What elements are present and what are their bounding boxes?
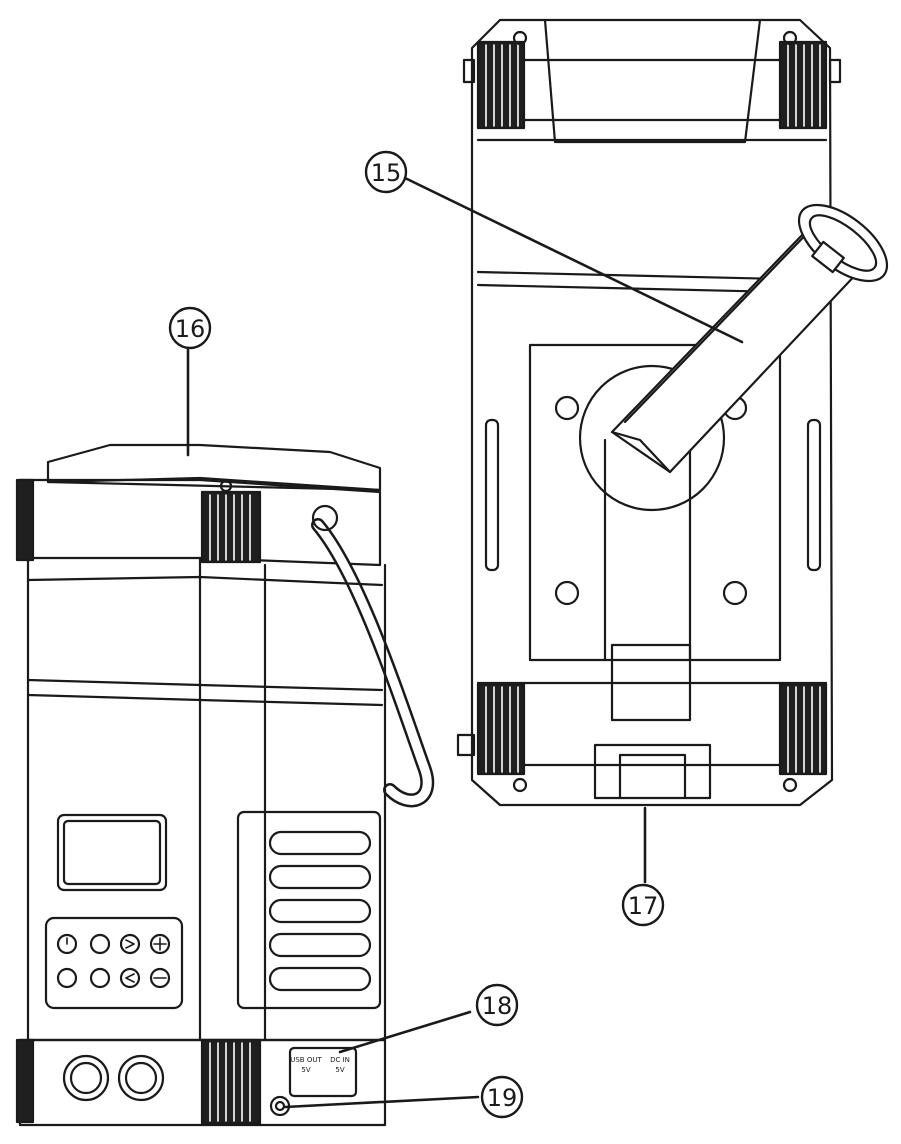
callout-15: 15 [364, 150, 408, 194]
left-band [15, 478, 35, 562]
speaker-grille [236, 810, 382, 1010]
leader-lines [186, 176, 744, 1109]
svg-text:18: 18 [482, 992, 513, 1020]
left-grip [484, 418, 500, 572]
front-top-band [200, 490, 262, 564]
screw-hole [722, 580, 748, 606]
leader-19 [283, 1095, 480, 1109]
usb-out-label: USB OUT [290, 1056, 322, 1064]
front-view-device [15, 443, 435, 1127]
usb-out-volt: 5V [301, 1066, 310, 1074]
leader-18 [338, 1010, 472, 1054]
power-key-icon [56, 933, 78, 955]
callout-19: 19 [480, 1075, 524, 1119]
rear-body-outline [470, 18, 834, 807]
callout-16: 16 [168, 306, 212, 350]
port-panel [288, 1046, 358, 1098]
crank-handle [610, 203, 889, 474]
crank-hub [578, 364, 726, 512]
carry-handle [311, 504, 435, 808]
top-lid [46, 443, 382, 492]
dc-in-label: DC IN [330, 1056, 350, 1064]
volume-down-key-icon [149, 967, 171, 989]
top-handle-slot [543, 18, 762, 144]
lcd-display [56, 813, 168, 892]
svg-text:16: 16 [175, 315, 206, 343]
leader-15 [403, 176, 744, 344]
sos-key-icon [89, 967, 111, 989]
front-bottom-band [200, 1038, 262, 1126]
screw-hole [554, 580, 580, 606]
keypad [44, 916, 184, 1010]
callout-labels: 15 16 17 18 19 [168, 150, 665, 1119]
callout-17: 17 [621, 883, 665, 927]
favorite-key-icon [56, 967, 78, 989]
next-key-icon [119, 933, 141, 955]
top-corner-bands [476, 40, 828, 130]
bottom-clip [593, 743, 712, 800]
callout-18: 18 [475, 983, 519, 1027]
svg-text:15: 15 [371, 159, 402, 187]
bottom-corner-bands [476, 682, 828, 776]
volume-up-key-icon [149, 933, 171, 955]
dc-in-volt: 5V [335, 1066, 344, 1074]
prev-key-icon [119, 967, 141, 989]
svg-text:17: 17 [628, 892, 659, 920]
svg-text:19: 19 [487, 1084, 518, 1112]
mode-key-icon [89, 933, 111, 955]
light-button-icon [62, 1054, 110, 1102]
screw-hole [554, 395, 580, 421]
sos-button-icon [117, 1054, 165, 1102]
rear-view-device [456, 18, 889, 807]
right-grip [806, 418, 822, 572]
